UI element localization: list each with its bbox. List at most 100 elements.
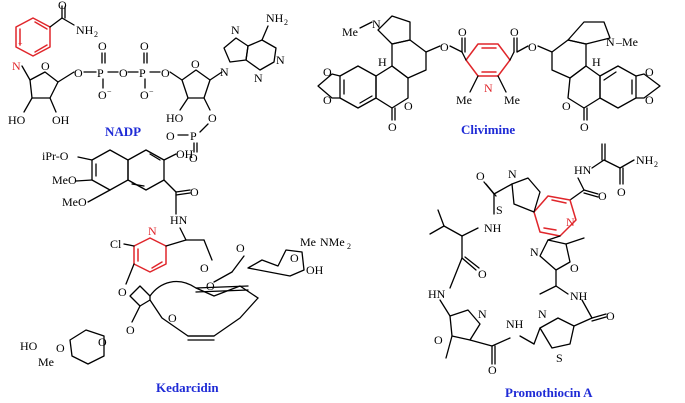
clivimine-co-right: O: [510, 25, 519, 39]
clivimine-h-left: H: [378, 55, 387, 69]
promothiocin-tail-o: O: [617, 185, 626, 199]
promothiocin-ox2-n: N: [530, 245, 539, 259]
nadp-ho1: HO: [8, 113, 26, 127]
nadp-structure: O NH 2 N + O HO OH O P O O − O P O O −: [8, 0, 288, 165]
promothiocin-thz1-n: N: [508, 167, 517, 181]
kedarcidin-sugar2-me-o: O: [56, 341, 65, 355]
nadp-p3-om1: O: [166, 129, 175, 143]
clivimine-h-right: H: [592, 55, 601, 69]
kedarcidin-pyridine-n: N: [148, 224, 157, 238]
clivimine-lactone-co-right: O: [580, 120, 589, 134]
kedarcidin-epoxide-o: O: [168, 311, 177, 325]
nadp-amide-nh2-sub: 2: [94, 30, 98, 39]
nadp-minus2: −: [149, 87, 154, 96]
nadp-p3: P: [190, 129, 197, 143]
caption-promothiocin: Promothiocin A: [505, 385, 593, 400]
nadp-link-o2: O: [161, 66, 170, 80]
nadp-p2-o: O: [140, 39, 149, 53]
promothiocin-tail-hn: HN: [574, 163, 592, 177]
promothiocin-nh2-sub: 2: [654, 160, 658, 169]
clivimine-me-a: Me: [456, 93, 472, 107]
promothiocin-nh3: NH: [506, 317, 524, 331]
nadp-amide-o: O: [58, 0, 67, 12]
nadp-p1: P: [97, 66, 104, 80]
nadp-minus1: −: [107, 87, 112, 96]
caption-nadp: NADP: [105, 124, 141, 139]
kedarcidin-meo2: MeO: [62, 195, 87, 209]
clivimine-pyridine-ring: [465, 43, 511, 77]
promothiocin-co3-o: O: [488, 363, 497, 377]
clivimine-pyridine-n: N: [484, 81, 493, 95]
nadp-p1-o: O: [98, 39, 107, 53]
nadp-ade-n9: N: [220, 65, 229, 79]
kedarcidin-hn: HN: [170, 213, 188, 227]
kedarcidin-ho: HO: [20, 339, 38, 353]
clivimine-me-left: Me: [342, 25, 358, 39]
promothiocin-nh4: NH: [570, 289, 588, 303]
nadp-p2: P: [139, 66, 146, 80]
kedarcidin-pyridine-ring: [133, 237, 167, 273]
promothiocin-thz1-s: S: [496, 203, 503, 217]
nadp-amide-nh2: NH: [76, 23, 94, 37]
promothiocin-co4-o: O: [606, 309, 615, 323]
kedarcidin-me2: Me: [38, 355, 54, 369]
promothiocin-ox2-o: O: [570, 261, 579, 275]
nadp-p2-om: O: [140, 88, 149, 102]
caption-clivimine: Clivimine: [461, 122, 515, 137]
clivimine-structure: N Me H O O O O O O N Me Me: [317, 15, 661, 134]
nadp-p1-om: O: [98, 88, 107, 102]
promothiocin-ox1-n: N: [478, 307, 487, 321]
kedarcidin-ipro: iPr-O: [42, 149, 69, 163]
promothiocin-nh1: NH: [484, 221, 502, 235]
clivimine-n-right: N: [606, 35, 615, 49]
nadp-ho2: HO: [166, 111, 184, 125]
clivimine-ester-o-left: O: [440, 40, 449, 54]
clivimine-lactone-o-left: O: [404, 99, 413, 113]
nadp-ade-n7: N: [231, 23, 240, 37]
nadp-ribose-o: O: [41, 59, 50, 73]
nadp-n-plus: N: [12, 59, 21, 73]
clivimine-n-left: N: [372, 17, 381, 31]
kedarcidin-sugar2-ring-o: O: [98, 335, 107, 349]
kedarcidin-glyco-o: O: [236, 241, 245, 255]
clivimine-od2: O: [323, 93, 332, 107]
promothiocin-ox1-o: O: [434, 333, 443, 347]
kedarcidin-oh: OH: [176, 147, 194, 161]
promothiocin-co2-o: O: [478, 267, 487, 281]
kedarcidin-sugar2-o: O: [126, 323, 135, 337]
clivimine-ester-o-right: O: [528, 40, 537, 54]
kedarcidin-ester-o2: O: [206, 279, 215, 293]
kedarcidin-amide-o: O: [190, 185, 199, 199]
promothiocin-structure: NH 2 O HN O N N S O NH O H: [428, 143, 658, 377]
nadp-bridge-o: O: [119, 66, 128, 80]
nadp-ade-nh2: NH: [266, 11, 284, 25]
clivimine-od1: O: [323, 65, 332, 79]
promothiocin-amide-o: O: [598, 189, 607, 203]
nadp-ribose2-o: O: [191, 57, 200, 71]
clivimine-od4: O: [645, 93, 654, 107]
promothiocin-co1-o: O: [476, 169, 485, 183]
clivimine-me-right: –Me: [615, 35, 638, 49]
nadp-pyridinium-ring: [15, 17, 51, 57]
nadp-ade-n1: N: [276, 53, 285, 67]
kedarcidin-oh2: OH: [306, 263, 324, 277]
kedarcidin-me: Me: [300, 235, 316, 249]
nadp-ade-nh2-sub: 2: [284, 18, 288, 27]
caption-kedarcidin: Kedarcidin: [156, 380, 219, 395]
kedarcidin-aryl-o: O: [118, 285, 127, 299]
kedarcidin-structure: iPr-O MeO MeO OH O HN Cl N O O O O: [20, 147, 351, 369]
promothiocin-hn2: HN: [428, 287, 446, 301]
nadp-p3-o: O: [208, 111, 217, 125]
kedarcidin-sugar1-o: O: [290, 251, 299, 265]
kedarcidin-meo1: MeO: [52, 173, 77, 187]
clivimine-lactone-o-right: O: [562, 99, 571, 113]
clivimine-me-b: Me: [504, 93, 520, 107]
kedarcidin-nme2-sub: 2: [347, 242, 351, 251]
nadp-link-o1: O: [74, 66, 83, 80]
clivimine-lactone-co-left: O: [388, 120, 397, 134]
clivimine-od3: O: [645, 65, 654, 79]
nadp-oh1: OH: [52, 113, 70, 127]
promothiocin-pyridine-n: N: [566, 215, 575, 229]
promothiocin-thz2-n: N: [538, 307, 547, 321]
